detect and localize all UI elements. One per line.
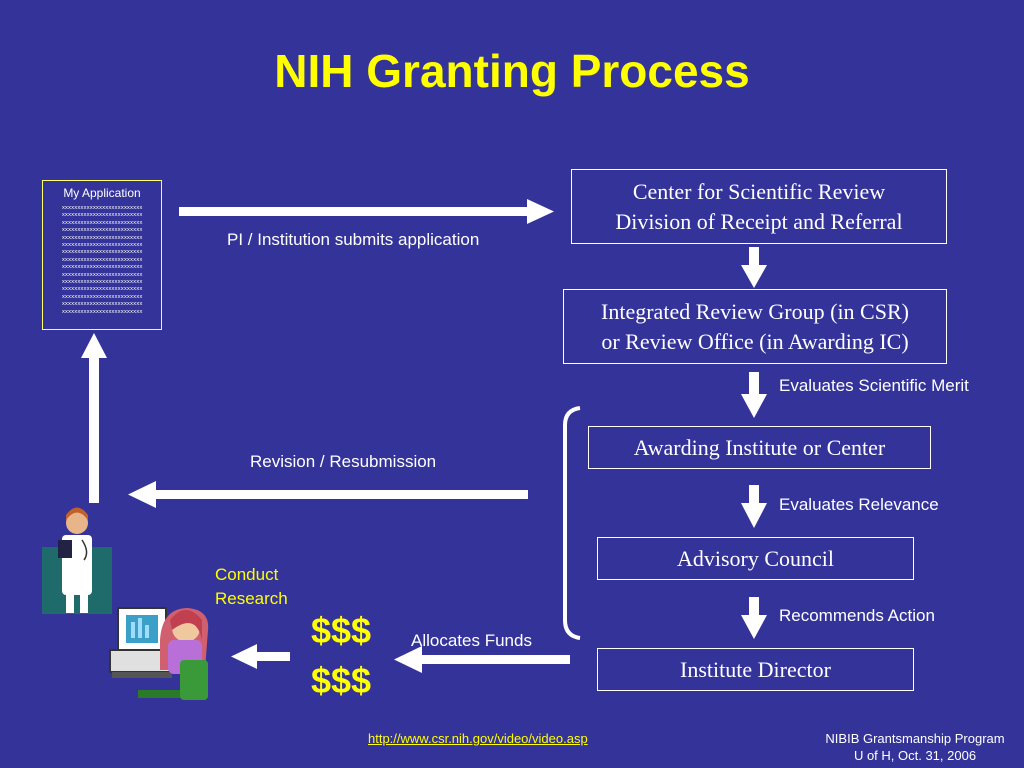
csr-box: Center for Scientific Review Division of…: [571, 169, 947, 244]
down-arrow-merit-icon: [741, 372, 767, 418]
submit-arrow-icon: [179, 199, 554, 224]
merit-label: Evaluates Scientific Merit: [779, 376, 969, 395]
money-label: $$$ $$$: [311, 610, 372, 701]
allocates-label: Allocates Funds: [411, 631, 532, 650]
relevance-label: Evaluates Relevance: [779, 495, 939, 514]
footer-credit: NIBIB Grantsmanship Program U of H, Oct.…: [825, 731, 1005, 763]
footer-link[interactable]: http://www.csr.nih.gov/video/video.asp: [368, 731, 588, 746]
application-filler-text: xxxxxxxxxxxxxxxxxxxxxxxxxx xxxxxxxxxxxxx…: [61, 204, 143, 315]
submit-label: PI / Institution submits application: [227, 230, 480, 249]
advisory-council-box: Advisory Council: [597, 537, 914, 580]
institute-director-box: Institute Director: [597, 648, 914, 691]
down-arrow-recommends-icon: [741, 597, 767, 639]
researcher-computer-icon: [109, 607, 209, 700]
revision-label: Revision / Resubmission: [250, 452, 437, 471]
application-document: My Application xxxxxxxxxxxxxxxxxxxxxxxxx…: [42, 180, 162, 330]
down-arrow-relevance-icon: [741, 485, 767, 528]
application-title: My Application: [63, 186, 141, 200]
bracket-icon: [563, 406, 581, 640]
money-arrow-icon: [231, 644, 290, 669]
irg-box: Integrated Review Group (in CSR) or Revi…: [563, 289, 947, 364]
conduct-research-label: Conduct Research: [215, 565, 288, 608]
doctor-icon: [42, 507, 112, 614]
allocates-arrow-icon: [394, 646, 570, 673]
down-arrow-csr-icon: [741, 247, 767, 288]
page-title: NIH Granting Process: [274, 45, 750, 97]
up-arrow-icon: [81, 333, 107, 503]
recommends-label: Recommends Action: [779, 606, 935, 625]
revision-arrow-icon: [128, 481, 528, 508]
awarding-institute-box: Awarding Institute or Center: [588, 426, 931, 469]
